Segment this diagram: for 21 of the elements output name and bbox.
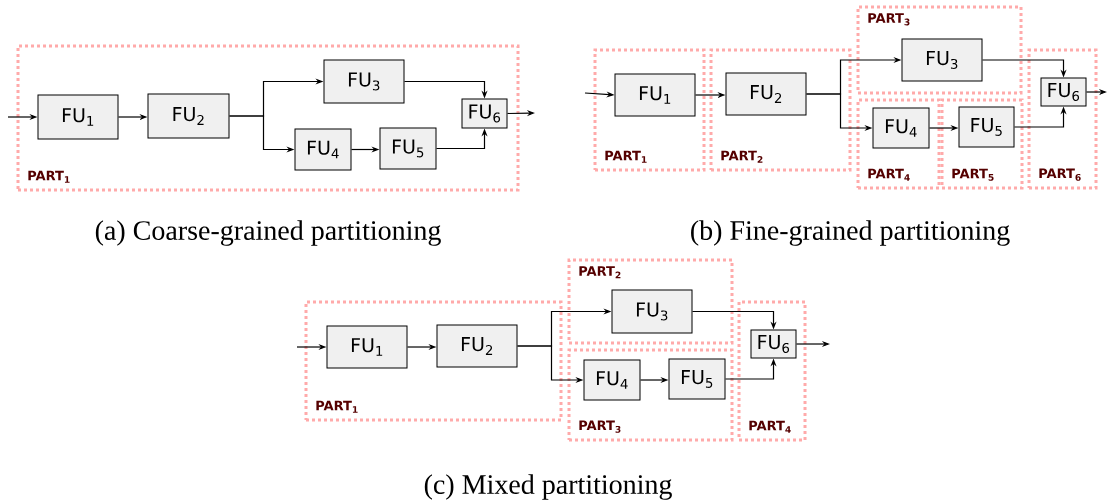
- unit-box: FU$_{6}$: [461, 98, 508, 129]
- unit-box: FU$_{5}$: [668, 358, 726, 400]
- unit-box: FU$_{6}$: [750, 329, 797, 359]
- unit-box: FU$_{5}$: [379, 127, 437, 170]
- unit-box: FU$_{4}$: [294, 128, 352, 171]
- unit-box: FU$_{4}$: [872, 107, 930, 149]
- unit-box: FU$_{6}$: [1040, 77, 1087, 107]
- unit-box: FU$_{3}$: [901, 38, 983, 82]
- unit-box: FU$_{2}$: [725, 72, 807, 116]
- unit-box: FU$_{2}$: [436, 324, 518, 368]
- unit-box: FU$_{3}$: [323, 59, 405, 104]
- unit-box: FU$_{5}$: [958, 106, 1015, 148]
- caption: (a) Coarse-grained partitioning: [95, 220, 441, 246]
- unit-box: FU$_{1}$: [614, 73, 696, 117]
- unit-box: FU$_{2}$: [147, 93, 230, 139]
- unit-box: FU$_{1}$: [37, 94, 119, 140]
- caption: (b) Fine-grained partitioning: [691, 220, 1010, 246]
- unit-box: FU$_{4}$: [583, 359, 641, 401]
- unit-box: FU$_{1}$: [326, 325, 408, 369]
- unit-box: FU$_{3}$: [611, 289, 693, 334]
- caption: (c) Mixed partitioning: [424, 474, 672, 500]
